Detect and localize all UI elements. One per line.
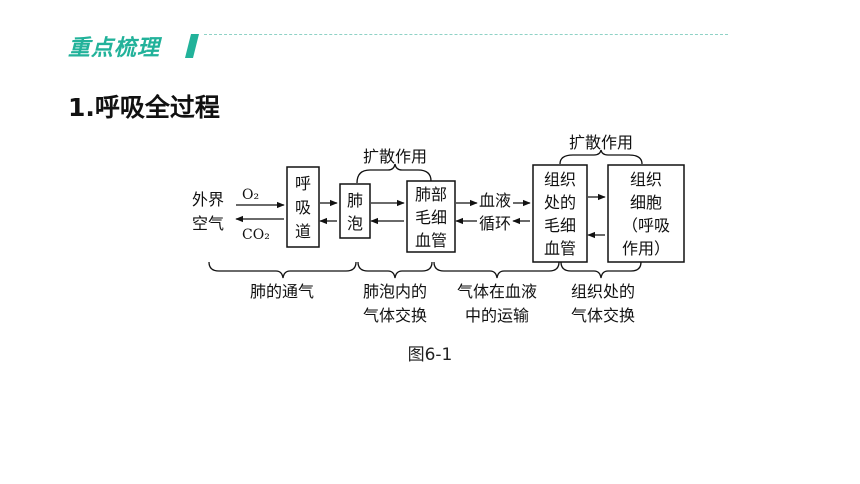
airway-box (286, 166, 320, 248)
stage-brace-1 (208, 261, 357, 279)
airway-label-1: 呼 (295, 174, 311, 193)
alveoli-label-1: 肺 (347, 191, 363, 210)
tissue-cell-label-4: 作用） (622, 239, 670, 258)
stage-2-label-line2: 气体交换 (363, 306, 427, 325)
figure-caption: 图6-1 (407, 345, 453, 365)
alveoli-label-2: 泡 (347, 214, 363, 233)
stage-4-label-line1: 组织处的 (571, 282, 635, 301)
header-title: 重点梳理 (68, 36, 161, 61)
tissue-capillary-label-1: 组织 (544, 170, 576, 189)
diffusion-label-left: 扩散作用 (363, 147, 427, 166)
section-title: 1.呼吸全过程 (68, 93, 220, 122)
outside-air-label-line2: 空气 (192, 214, 224, 233)
lung-capillary-label-1: 肺部 (415, 185, 447, 204)
tissue-cell-label-1: 组织 (630, 170, 662, 189)
tissue-cell-label-2: 细胞 (630, 193, 662, 212)
airway-label-2: 吸 (295, 198, 311, 217)
diffusion-brace-left (356, 163, 432, 184)
stage-3-label-line2: 中的运输 (465, 306, 529, 325)
airway-label-3: 道 (295, 222, 311, 241)
blood-circulation-label-2: 循环 (479, 214, 511, 233)
stage-brace-3 (433, 261, 560, 279)
alveoli-box (339, 183, 371, 239)
stage-2-label-line1: 肺泡内的 (363, 282, 427, 301)
stage-1-label: 肺的通气 (250, 282, 314, 301)
tissue-capillary-label-4: 血管 (544, 239, 576, 258)
outside-air-label-line1: 外界 (192, 190, 224, 209)
stage-3-label-line1: 气体在血液 (457, 282, 537, 301)
stage-brace-2 (357, 261, 433, 279)
blood-circulation-label-1: 血液 (479, 191, 511, 210)
gas-o2-label: O₂ (242, 187, 259, 203)
diffusion-label-right: 扩散作用 (569, 133, 633, 152)
tissue-cell-box (607, 164, 685, 263)
tissue-cell-label-3: （呼吸 (622, 216, 670, 235)
lung-capillary-label-2: 毛细 (415, 208, 447, 227)
diffusion-brace-right (559, 149, 643, 165)
header-dashed-divider (204, 34, 728, 35)
tissue-capillary-box (532, 164, 588, 263)
tissue-capillary-label-2: 处的 (544, 193, 576, 212)
gas-co2-label: CO₂ (242, 227, 270, 243)
stage-4-label-line2: 气体交换 (571, 306, 635, 325)
tissue-capillary-label-3: 毛细 (544, 216, 576, 235)
lung-capillary-label-3: 血管 (415, 231, 447, 250)
stage-brace-4 (560, 261, 642, 279)
lung-capillary-box (406, 180, 456, 253)
